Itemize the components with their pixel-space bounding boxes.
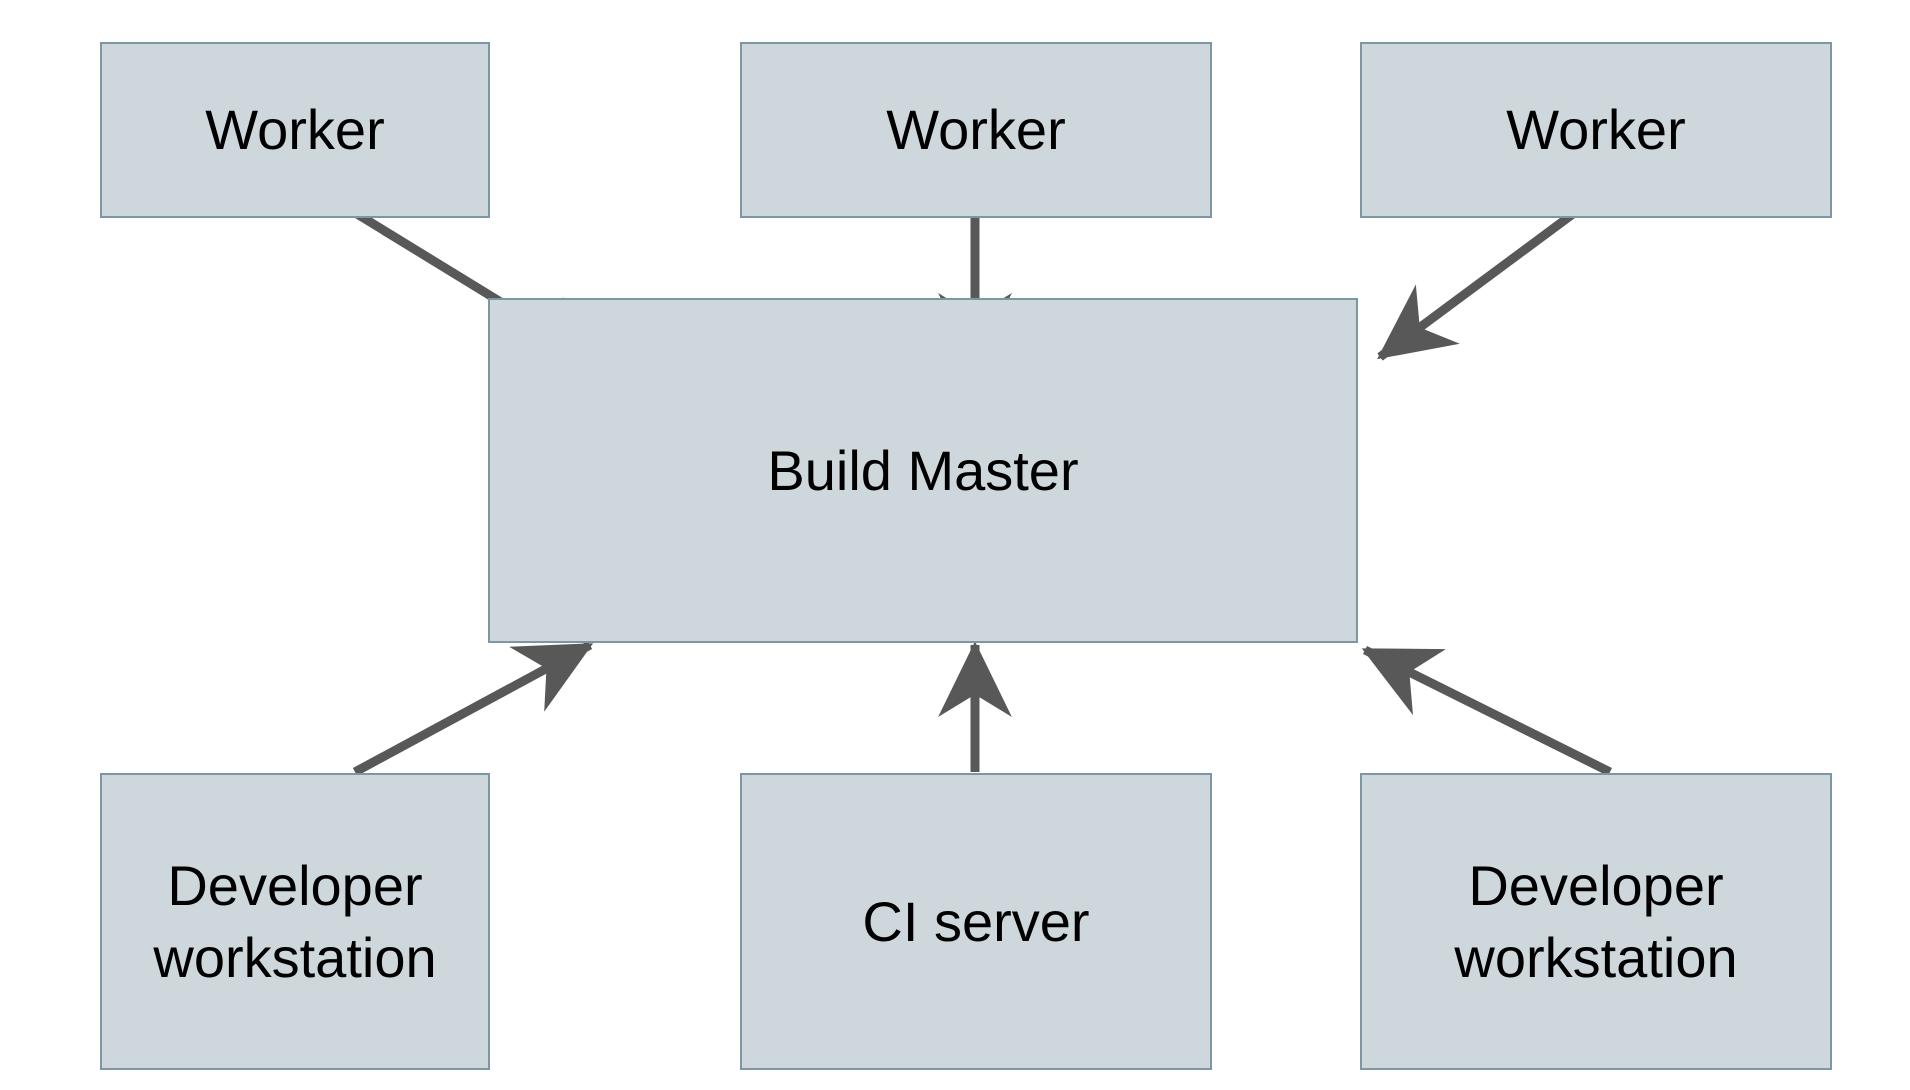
- node-label-developer-workstation-left: Developer workstation: [153, 853, 437, 989]
- node-label-worker-center: Worker: [886, 98, 1066, 162]
- node-developer-workstation-left[interactable]: Developer workstation: [100, 773, 490, 1070]
- node-label-developer-workstation-right: Developer workstation: [1454, 853, 1738, 989]
- edge-developer-workstation-right-to-build-master: [1361, 645, 1613, 777]
- node-build-master[interactable]: Build Master: [488, 298, 1358, 643]
- node-worker-right[interactable]: Worker: [1360, 42, 1832, 218]
- node-worker-center[interactable]: Worker: [740, 42, 1212, 218]
- node-worker-left[interactable]: Worker: [100, 42, 490, 218]
- node-label-worker-left: Worker: [205, 98, 385, 162]
- node-label-build-master: Build Master: [767, 438, 1079, 502]
- node-ci-server[interactable]: CI server: [740, 773, 1212, 1070]
- node-label-worker-right: Worker: [1506, 98, 1686, 162]
- node-developer-workstation-right[interactable]: Developer workstation: [1360, 773, 1832, 1070]
- node-label-ci-server: CI server: [862, 889, 1090, 953]
- edge-developer-workstation-left-to-build-master: [352, 641, 594, 776]
